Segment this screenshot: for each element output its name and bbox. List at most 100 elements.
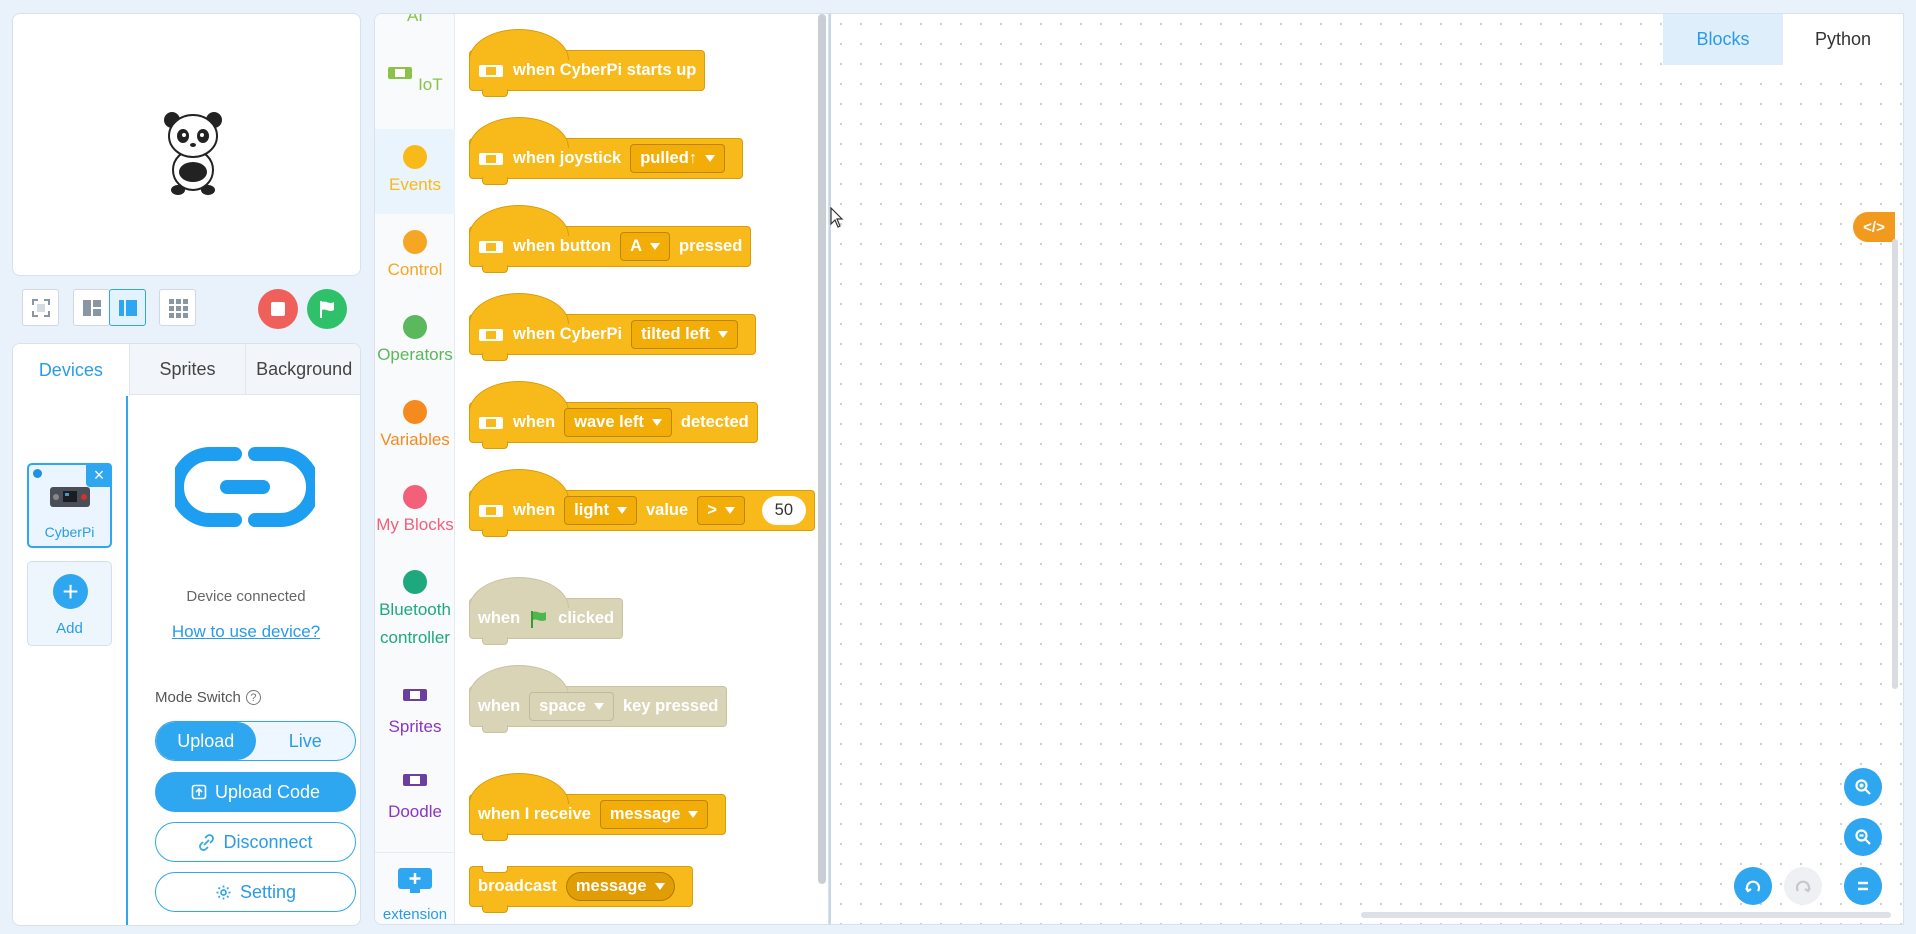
stage-preview[interactable]: [12, 13, 361, 276]
script-workspace[interactable]: Blocks Python </>: [829, 13, 1904, 925]
close-icon: ×: [93, 464, 105, 485]
divider: [375, 852, 455, 853]
block-when-button-pressed[interactable]: when button A pressed: [469, 205, 752, 273]
help-icon[interactable]: ?: [245, 690, 261, 705]
workspace-horizontal-scrollbar[interactable]: [1361, 912, 1891, 918]
variables-dot: [403, 400, 427, 424]
sensor-dropdown[interactable]: light: [564, 496, 637, 525]
block-text: when CyberPi: [513, 325, 623, 343]
zoom-in-button[interactable]: [1844, 768, 1882, 806]
dropdown-value: wave left: [574, 413, 644, 431]
category-ai[interactable]: AI: [375, 14, 455, 26]
disconnect-button[interactable]: Disconnect: [155, 822, 356, 862]
block-text: when button: [513, 237, 612, 255]
block-when-i-receive[interactable]: when I receive message: [469, 773, 727, 841]
category-events[interactable]: Events: [375, 129, 455, 214]
reset-zoom-button[interactable]: [1844, 867, 1882, 905]
disconnect-label: Disconnect: [223, 831, 313, 852]
category-extension[interactable]: extension: [375, 854, 455, 923]
broadcast-message-dropdown[interactable]: message: [565, 872, 675, 901]
category-label: IoT: [418, 75, 443, 94]
category-control[interactable]: Control: [375, 230, 455, 280]
dropdown-value: pulled↑: [640, 149, 698, 167]
how-to-use-link[interactable]: How to use device?: [171, 622, 321, 641]
category-operators[interactable]: Operators: [375, 315, 455, 365]
fullscreen-button[interactable]: [22, 289, 59, 326]
wave-dropdown[interactable]: wave left: [564, 408, 672, 437]
block-when-sensor-value[interactable]: when light value > 50: [469, 469, 815, 537]
category-label: Operators: [377, 345, 453, 364]
dropdown-arrow-icon: [705, 155, 716, 162]
undo-button[interactable]: [1734, 867, 1772, 905]
category-bluetooth-controller[interactable]: Bluetooth controller: [375, 570, 455, 652]
mode-upload[interactable]: Upload: [156, 722, 256, 760]
category-sprites[interactable]: Sprites: [375, 686, 455, 737]
category-my-blocks[interactable]: My Blocks: [375, 485, 455, 535]
block-when-cyberpi-tilted[interactable]: when CyberPi tilted left: [469, 293, 756, 361]
add-device-button[interactable]: + Add: [27, 561, 112, 646]
block-when-wave-detected[interactable]: when wave left detected: [469, 381, 758, 449]
normal-stage-icon: [118, 299, 137, 316]
events-dot: [403, 145, 427, 169]
key-dropdown[interactable]: space: [529, 692, 614, 721]
tab-sprites[interactable]: Sprites: [130, 344, 247, 394]
palette-scrollbar[interactable]: [818, 14, 826, 884]
tab-background[interactable]: Background: [256, 358, 353, 379]
workspace-vertical-scrollbar[interactable]: [1892, 239, 1898, 689]
device-info: Device connected How to use device? Mode…: [130, 396, 360, 925]
button-dropdown[interactable]: A: [620, 232, 670, 261]
category-label: Control: [387, 260, 443, 279]
code-view-toggle[interactable]: </>: [1853, 212, 1895, 242]
zoom-out-button[interactable]: [1844, 818, 1882, 856]
block-text: clicked: [558, 609, 615, 627]
upload-code-button[interactable]: Upload Code: [155, 772, 356, 812]
stop-icon: [271, 302, 285, 316]
block-text: when: [513, 501, 556, 519]
tab-devices[interactable]: Devices: [13, 344, 130, 396]
tab-python[interactable]: Python: [1783, 14, 1903, 65]
value-input[interactable]: 50: [761, 496, 806, 525]
tilt-dropdown[interactable]: tilted left: [631, 320, 738, 349]
gear-icon: [216, 885, 231, 899]
block-text: detected: [680, 413, 749, 431]
category-variables[interactable]: Variables: [375, 400, 455, 450]
category-iot[interactable]: IoT: [375, 64, 455, 95]
device-card-cyberpi[interactable]: × CyberPi: [27, 463, 112, 548]
grid-stage-button[interactable]: [159, 289, 196, 326]
block-when-flag-clicked[interactable]: when clicked: [469, 577, 624, 645]
small-stage-button[interactable]: [73, 289, 110, 326]
compare-dropdown[interactable]: >: [697, 496, 745, 525]
device-tabs: Devices Sprites Background: [13, 344, 360, 396]
device-status: Device connected: [186, 588, 306, 605]
redo-button[interactable]: [1784, 867, 1822, 905]
mode-toggle[interactable]: Upload Live: [155, 721, 356, 761]
fullscreen-icon: [31, 298, 50, 317]
block-text: pressed: [678, 237, 743, 255]
block-when-key-pressed[interactable]: when space key pressed: [469, 665, 728, 733]
message-dropdown[interactable]: message: [599, 800, 709, 829]
green-flag-icon: [531, 610, 547, 628]
dropdown-value: >: [707, 501, 717, 519]
tab-blocks[interactable]: Blocks: [1663, 14, 1783, 65]
green-flag-icon: [320, 301, 334, 318]
grid-stage-icon: [168, 298, 188, 318]
stop-button[interactable]: [258, 289, 298, 329]
stage-toolbar: [12, 289, 361, 329]
dropdown-arrow-icon: [688, 811, 699, 818]
green-flag-button[interactable]: [307, 289, 347, 329]
unlink-icon: [199, 833, 215, 851]
setting-button[interactable]: Setting: [155, 872, 356, 912]
remove-device-button[interactable]: ×: [86, 463, 112, 487]
category-label: My Blocks: [376, 515, 454, 534]
category-doodle[interactable]: Doodle: [375, 771, 455, 822]
block-broadcast[interactable]: broadcast message: [469, 866, 693, 913]
block-when-cyberpi-starts-up[interactable]: when CyberPi starts up: [469, 29, 706, 97]
add-label: Add: [56, 620, 83, 637]
normal-stage-button[interactable]: [109, 289, 146, 326]
panda-sprite[interactable]: [158, 106, 228, 196]
mode-live[interactable]: Live: [288, 730, 322, 751]
block-text: when joystick: [513, 149, 622, 167]
category-label: Variables: [380, 430, 450, 449]
block-when-joystick[interactable]: when joystick pulled↑: [469, 117, 744, 185]
joystick-dropdown[interactable]: pulled↑: [630, 144, 726, 173]
